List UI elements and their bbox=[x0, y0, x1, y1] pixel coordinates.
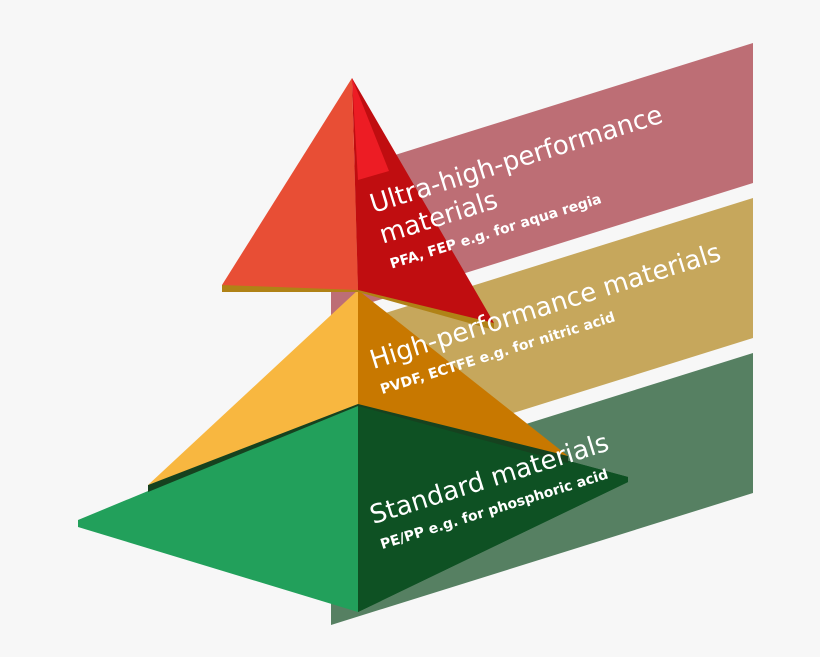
pyramid-tier-high-performance-left-face bbox=[148, 290, 358, 485]
pyramid-tier-ultra-high-performance-left-face bbox=[222, 78, 358, 290]
pyramid-body bbox=[78, 78, 628, 612]
pyramid-tier-high-performance-right-face bbox=[358, 290, 568, 456]
pyramid-tier-ultra-high-performance-tip bbox=[352, 78, 389, 180]
pyramid-tier-standard-right-face-main bbox=[358, 404, 628, 612]
pyramid-tier-ultra-high-performance-right-face bbox=[352, 78, 494, 323]
pyramid-tier-standard-left-face bbox=[78, 404, 358, 612]
